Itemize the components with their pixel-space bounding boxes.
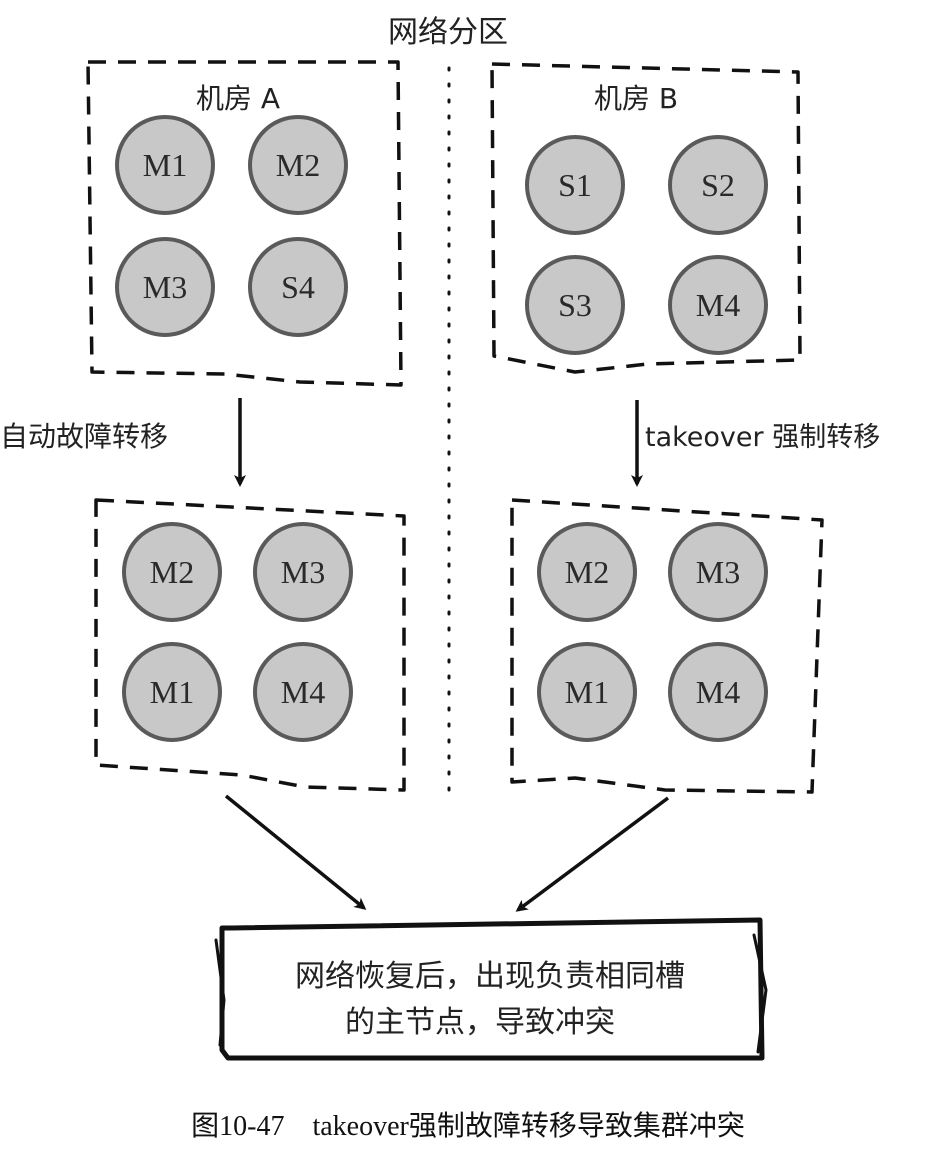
conclusion-box-outline — [214, 933, 768, 1054]
room-b-label: 机房 B — [594, 82, 678, 115]
left-arrow-label: 自动故障转移 — [0, 420, 168, 453]
node-label: M2 — [565, 554, 609, 590]
room-b-node-1: S1 — [525, 135, 625, 235]
left-result-node-1: M2 — [122, 522, 222, 622]
node-label: M2 — [276, 147, 320, 183]
right-result-node-3: M1 — [537, 642, 637, 742]
node-label: M3 — [143, 269, 187, 305]
conclusion-box — [219, 917, 765, 1061]
right-result-node-4: M4 — [668, 642, 768, 742]
partition-title: 网络分区 — [388, 15, 508, 50]
partition-diagram: 网络分区 机房 A M1 M2 M3 S4 机房 B S1 S2 S3 M4 自… — [0, 15, 880, 1061]
room-b-box — [490, 62, 802, 374]
room-a-node-3: M3 — [115, 237, 215, 337]
right-converge-arrow — [515, 796, 670, 912]
room-a-node-2: M2 — [248, 115, 348, 215]
left-result-node-4: M4 — [253, 642, 353, 742]
left-result-node-3: M1 — [122, 642, 222, 742]
room-a-label: 机房 A — [196, 82, 280, 115]
right-result-node-1: M2 — [537, 522, 637, 622]
node-label: M3 — [281, 554, 325, 590]
figure-caption: 图10-47 takeover强制故障转移导致集群冲突 — [191, 1111, 745, 1142]
conclusion-line-2: 的主节点，导致冲突 — [345, 1005, 615, 1040]
room-b-node-4: M4 — [668, 255, 768, 355]
node-label: M3 — [696, 554, 740, 590]
node-label: M1 — [150, 674, 194, 710]
left-result-node-2: M3 — [253, 522, 353, 622]
node-label: M4 — [696, 674, 740, 710]
node-label: M4 — [696, 287, 740, 323]
conclusion-line-1: 网络恢复后，出现负责相同槽 — [295, 959, 685, 994]
node-label: S4 — [281, 269, 315, 305]
room-b-node-2: S2 — [668, 135, 768, 235]
room-a-node-4: S4 — [248, 237, 348, 337]
node-label: M4 — [281, 674, 325, 710]
right-arrow-label: takeover 强制转移 — [645, 422, 880, 453]
right-result-box — [510, 498, 824, 794]
node-label: M2 — [150, 554, 194, 590]
node-label: S2 — [701, 167, 735, 203]
node-label: M1 — [143, 147, 187, 183]
room-b-node-3: S3 — [525, 255, 625, 355]
room-a-box — [86, 60, 403, 387]
node-label: S1 — [558, 167, 592, 203]
node-label: S3 — [558, 287, 592, 323]
node-label: M1 — [565, 674, 609, 710]
left-result-box — [94, 498, 406, 792]
left-converge-arrow — [224, 794, 367, 910]
room-a-node-1: M1 — [115, 115, 215, 215]
right-result-node-2: M3 — [668, 522, 768, 622]
